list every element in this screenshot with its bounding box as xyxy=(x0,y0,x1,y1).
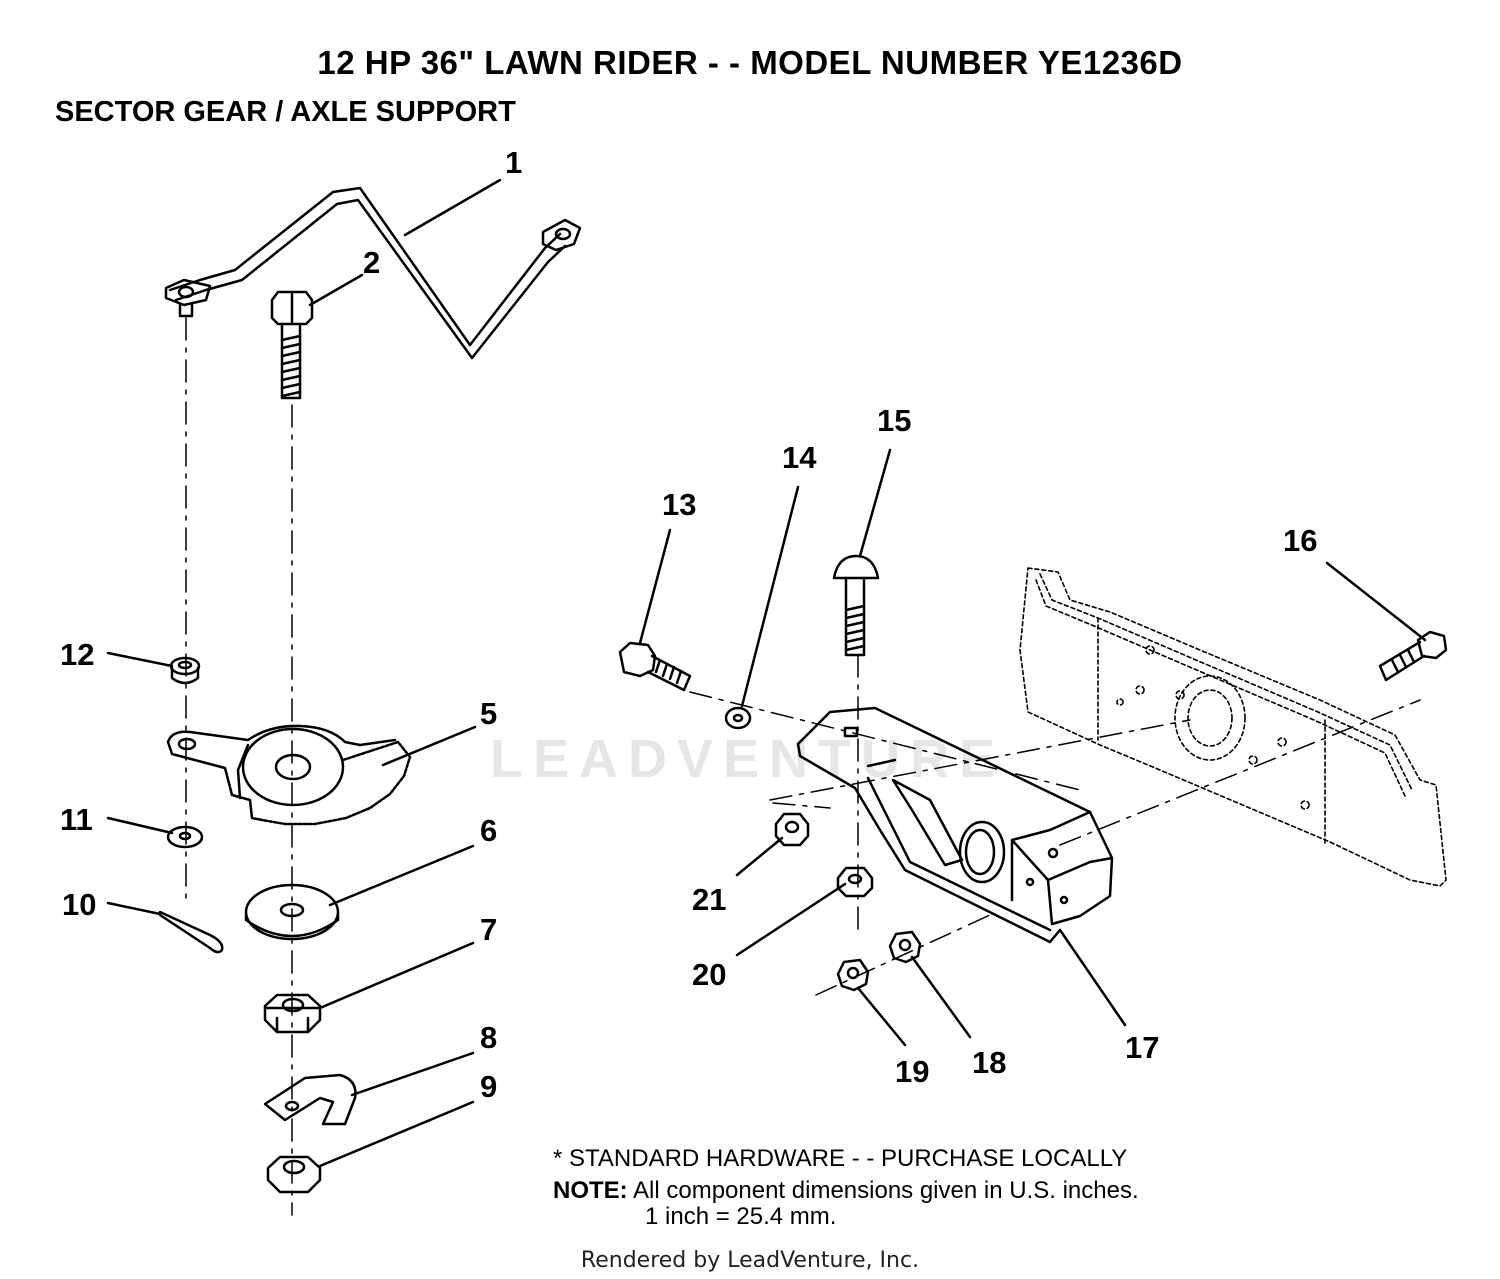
sector-gear-5 xyxy=(166,724,412,826)
callout-14: 14 xyxy=(782,440,817,475)
axle-support-17 xyxy=(796,706,1114,944)
conversion-note: 1 inch = 25.4 mm. xyxy=(645,1203,837,1230)
callout-6: 6 xyxy=(480,813,497,848)
drag-link-rod xyxy=(164,186,582,360)
section-title: SECTOR GEAR / AXLE SUPPORT xyxy=(55,96,516,128)
callout-2: 2 xyxy=(363,245,380,280)
callout-16: 16 xyxy=(1283,523,1317,558)
nut-18 xyxy=(888,930,922,964)
nut-19 xyxy=(836,958,870,992)
callout-18: 18 xyxy=(972,1045,1006,1080)
flange-nut-12 xyxy=(169,656,201,685)
callout-11: 11 xyxy=(60,802,93,837)
callout-8: 8 xyxy=(480,1020,497,1055)
note-label: NOTE: xyxy=(553,1177,628,1204)
standard-hardware-note: * STANDARD HARDWARE - - PURCHASE LOCALLY xyxy=(553,1145,1128,1172)
nut-7 xyxy=(263,993,322,1034)
callout-17: 17 xyxy=(1125,1030,1159,1065)
washer-14 xyxy=(724,706,752,730)
callout-10: 10 xyxy=(62,887,96,922)
callout-21: 21 xyxy=(692,882,726,917)
nut-9 xyxy=(266,1155,322,1194)
footer-credit: Rendered by LeadVenture, Inc. xyxy=(580,1248,920,1273)
bolt-2 xyxy=(270,290,314,400)
callout-20: 20 xyxy=(692,957,726,992)
callout-numbers: 1 2 5 6 7 8 9 10 11 12 13 14 15 16 17 18… xyxy=(60,145,1317,1104)
carriage-bolt-15 xyxy=(832,554,880,657)
dimension-note: NOTE: All component dimensions given in … xyxy=(553,1177,1139,1205)
page-title: 12 HP 36" LAWN RIDER - - MODEL NUMBER YE… xyxy=(317,44,1183,81)
callout-13: 13 xyxy=(662,487,696,522)
leader-lines xyxy=(106,178,1427,1168)
hex-bolt-13 xyxy=(618,641,692,692)
frame-phantom xyxy=(1019,567,1447,887)
washer-11 xyxy=(166,825,204,849)
watermark: LEADVENTURE xyxy=(490,729,1006,789)
nut-20 xyxy=(836,866,874,898)
callout-15: 15 xyxy=(877,403,911,438)
callout-5: 5 xyxy=(480,696,497,731)
clip-8 xyxy=(263,1073,357,1126)
callout-1: 1 xyxy=(505,145,522,180)
nut-21 xyxy=(774,812,810,847)
washer-6 xyxy=(244,883,340,941)
cotter-pin-10 xyxy=(158,910,224,954)
callout-12: 12 xyxy=(60,637,94,672)
note-text: All component dimensions given in U.S. i… xyxy=(633,1177,1139,1204)
callout-19: 19 xyxy=(895,1054,929,1089)
callout-9: 9 xyxy=(480,1069,497,1104)
bolt-16 xyxy=(1378,630,1448,682)
callout-7: 7 xyxy=(480,912,497,947)
